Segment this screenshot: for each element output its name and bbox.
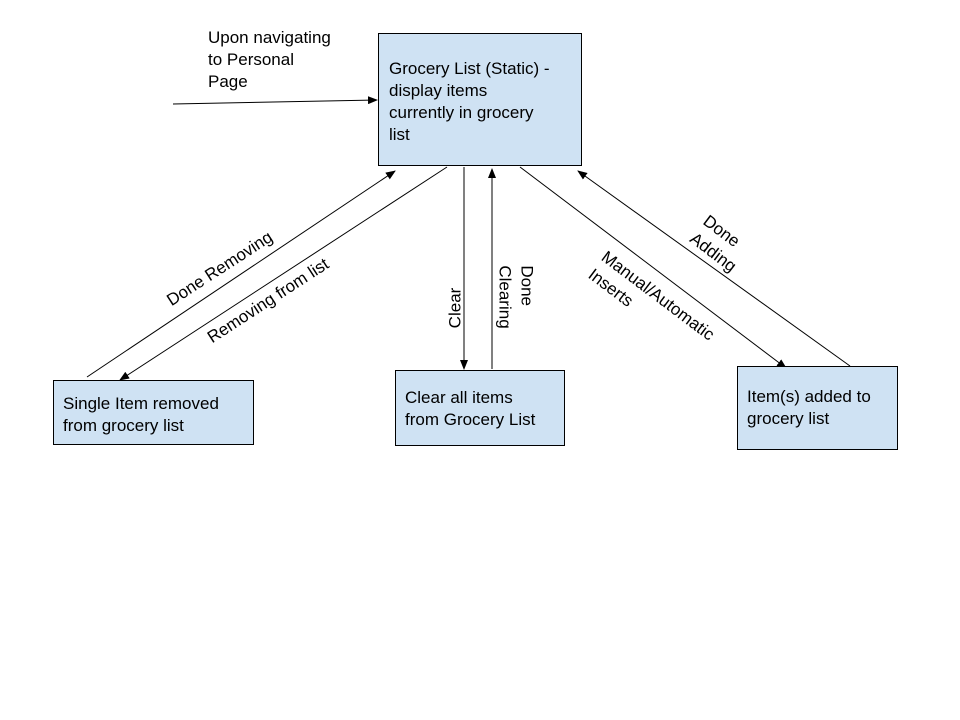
- done-removing-arrow: [86, 170, 396, 378]
- node-grocery-list-static: Grocery List (Static) - display items cu…: [378, 33, 582, 166]
- node-label: Item(s) added to grocery list: [747, 387, 871, 428]
- removing-from-list-arrow: [119, 166, 448, 381]
- node-label: Clear all items from Grocery List: [405, 388, 536, 429]
- edge-label-clear: Clear: [445, 287, 465, 329]
- done-adding-arrow: [577, 170, 851, 367]
- edge-label-done-clearing: Done Clearing: [495, 265, 537, 329]
- entry-note: Upon navigating to Personal Page: [208, 28, 331, 91]
- node-clear-all-items: Clear all items from Grocery List: [395, 370, 565, 446]
- node-single-item-removed: Single Item removed from grocery list: [53, 380, 254, 445]
- node-items-added: Item(s) added to grocery list: [737, 366, 898, 450]
- node-label: Grocery List (Static) - display items cu…: [389, 59, 550, 144]
- manual-automatic-inserts-arrow: [519, 166, 787, 369]
- node-label: Single Item removed from grocery list: [63, 394, 219, 435]
- entry-arrow: [172, 96, 378, 105]
